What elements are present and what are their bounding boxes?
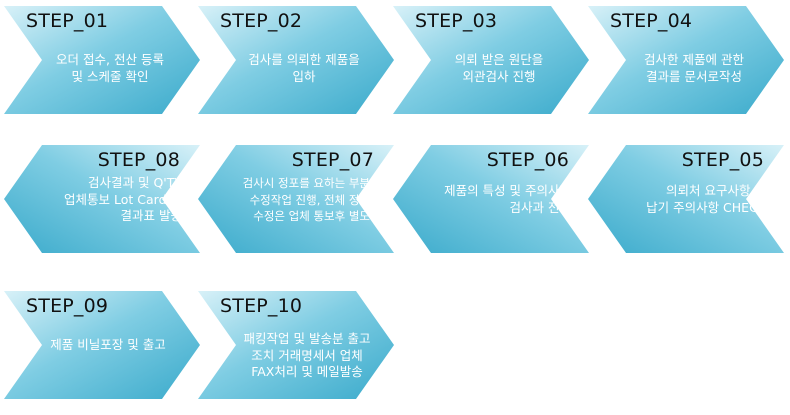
chevron-right-arrow (588, 6, 784, 114)
step-01: STEP_01 오더 접수, 전산 등록 및 스케줄 확인 (2, 4, 202, 116)
step-10: STEP_10 패킹작업 및 발송분 출고 조치 거래명세서 업체 FAX처리 … (196, 289, 396, 401)
step-title: STEP_08 (97, 149, 180, 171)
step-title: STEP_02 (220, 10, 303, 32)
chevron-right-arrow (4, 291, 200, 399)
step-09: STEP_09 제품 비닐포장 및 출고 (2, 289, 202, 401)
step-description: 검사결과 및 Q'TY 업체통보 Lot Card 및 결과표 발송 (64, 175, 182, 223)
step-title: STEP_03 (415, 10, 498, 32)
step-description: 제품 비닐포장 및 출고 (50, 337, 166, 352)
chevron-right-arrow (4, 6, 200, 114)
step-06: STEP_06 제품의 특성 및 주의사항 검사과 전달 (391, 143, 591, 255)
step-description: 검사시 정포를 요하는 부분 수정작업 진행, 전체 정포 수정은 업체 통보후… (242, 176, 370, 223)
step-05: STEP_05 의뢰처 요구사항 및 납기 주의사항 CHECK (586, 143, 786, 255)
step-description: 검사를 의뢰한 제품을 입하 (248, 52, 360, 84)
step-title: STEP_09 (26, 295, 109, 317)
step-title: STEP_01 (26, 10, 109, 32)
step-description: 제품의 특성 및 주의사항 검사과 전달 (444, 183, 571, 215)
step-title: STEP_05 (681, 149, 764, 171)
chevron-left-arrow (4, 145, 200, 253)
step-02: STEP_02 검사를 의뢰한 제품을 입하 (196, 4, 396, 116)
step-description: 의뢰처 요구사항 및 납기 주의사항 CHECK (646, 183, 766, 215)
step-description: 오더 접수, 전산 등록 및 스케줄 확인 (56, 52, 164, 84)
step-description: 패킹작업 및 발송분 출고 조치 거래명세서 업체 FAX처리 및 메일발송 (243, 331, 371, 379)
step-title: STEP_07 (291, 149, 374, 171)
chevron-right-arrow (198, 6, 394, 114)
chevron-right-arrow (198, 291, 394, 399)
chevron-left-arrow (588, 145, 784, 253)
chevron-right-arrow (393, 6, 589, 114)
step-description: 의뢰 받은 원단을 외관검사 진행 (454, 52, 544, 84)
step-title: STEP_04 (610, 10, 693, 32)
step-07: STEP_07 검사시 정포를 요하는 부분 수정작업 진행, 전체 정포 수정… (196, 143, 396, 255)
step-04: STEP_04 검사한 제품에 관한 결과를 문서로작성 (586, 4, 786, 116)
step-03: STEP_03 의뢰 받은 원단을 외관검사 진행 (391, 4, 591, 116)
step-title: STEP_10 (220, 295, 303, 317)
step-title: STEP_06 (486, 149, 569, 171)
chevron-left-arrow (198, 145, 394, 253)
step-description: 검사한 제품에 관한 결과를 문서로작성 (644, 52, 744, 84)
step-08: STEP_08 검사결과 및 Q'TY 업체통보 Lot Card 및 결과표 … (2, 143, 202, 255)
chevron-left-arrow (393, 145, 589, 253)
